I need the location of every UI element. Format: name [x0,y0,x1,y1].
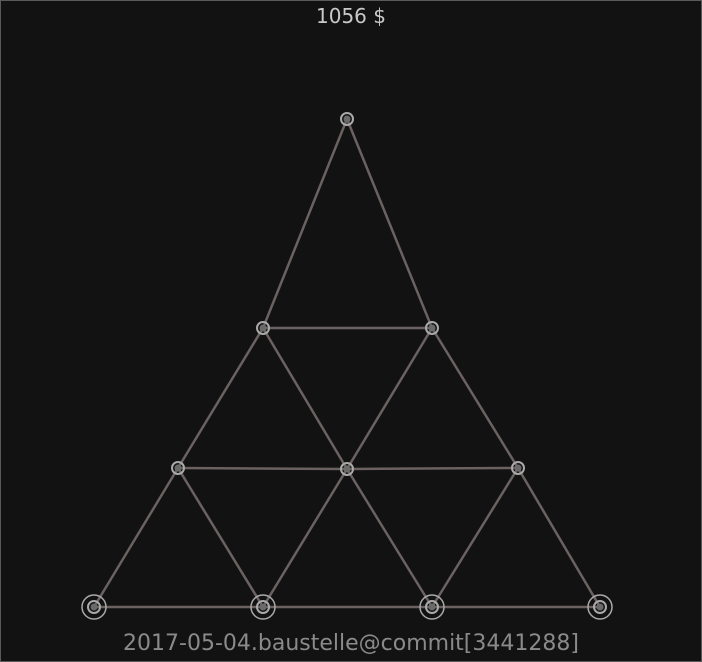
board-node-n5[interactable] [511,461,525,475]
node-center-dot [343,465,351,473]
board-node-n1[interactable] [256,321,270,335]
node-ring [87,600,101,614]
board-node-n7[interactable] [250,594,276,620]
board-node-n8[interactable] [419,594,445,620]
board-node-n9[interactable] [587,594,613,620]
node-center-dot [174,464,182,472]
node-ring [425,600,439,614]
node-outer-ring [81,594,107,620]
board-edge-n1-n3 [176,326,265,470]
node-ring [256,600,270,614]
node-ring [511,461,525,475]
board-edge-n3-n6 [92,466,180,609]
node-outer-ring [250,594,276,620]
board-edge-n4-n7 [261,467,349,609]
node-ring [425,321,439,335]
board-edge-n0-n1 [261,117,349,330]
board-edge-n5-n9 [516,466,602,609]
node-center-dot [428,603,436,611]
board-edge-n2-n5 [430,326,520,470]
board-edge-n5-n8 [430,466,520,609]
node-center-dot [259,603,267,611]
board-node-n0[interactable] [340,112,354,126]
board-edge-n1-n4 [261,326,349,471]
node-center-dot [514,464,522,472]
node-ring [340,112,354,126]
board-edge-n4-n5 [345,466,520,471]
board-edge-n3-n4 [176,466,349,471]
board-node-n6[interactable] [81,594,107,620]
edges-layer [92,117,602,609]
node-ring [256,321,270,335]
node-center-dot [90,603,98,611]
board-node-n2[interactable] [425,321,439,335]
board-edge-n3-n7 [176,466,265,609]
score-display: 1056 $ [316,4,386,28]
board-edge-n2-n4 [345,326,434,471]
board-node-n4[interactable] [340,462,354,476]
node-center-dot [428,324,436,332]
node-center-dot [259,324,267,332]
node-ring [171,461,185,475]
node-ring [593,600,607,614]
node-center-dot [596,603,604,611]
node-outer-ring [419,594,445,620]
node-ring [340,462,354,476]
node-outer-ring [587,594,613,620]
board-edge-n4-n8 [345,467,434,609]
board-edge-n0-n2 [345,117,434,330]
board-node-n3[interactable] [171,461,185,475]
node-center-dot [343,115,351,123]
build-version-label: 2017-05-04.baustelle@commit[3441288] [123,631,579,656]
nodes-layer [81,112,613,620]
